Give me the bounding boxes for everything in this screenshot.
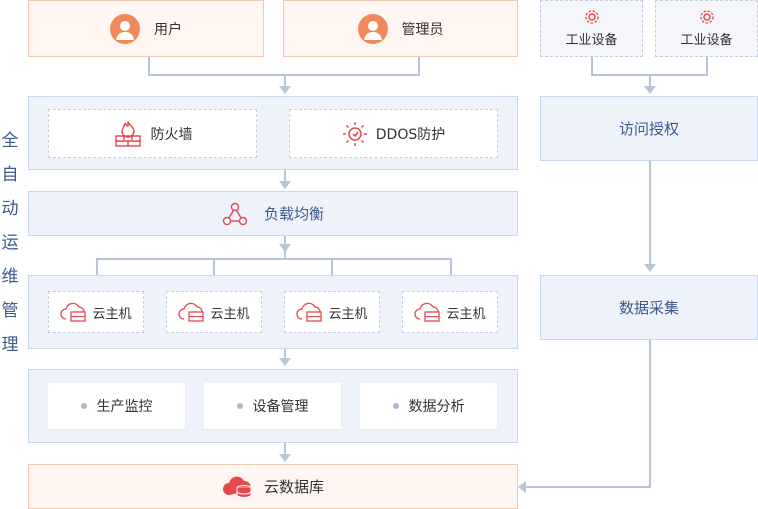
cloud-host-node-3[interactable]: 云主机 [284, 291, 380, 333]
user-label: 用户 [154, 21, 182, 38]
admin-node[interactable]: 管理员 [283, 0, 518, 57]
cloud-host-node-2[interactable]: 云主机 [166, 291, 262, 333]
cloud-server-icon [60, 302, 87, 322]
arrow-down-icon [279, 358, 291, 366]
bullet-icon [392, 403, 399, 409]
arrow-left-icon [518, 481, 526, 493]
connector [284, 74, 286, 88]
cloud-database-node[interactable]: 云数据库 [28, 464, 518, 509]
admin-label: 管理员 [401, 21, 444, 38]
arrow-down-icon [279, 86, 291, 94]
cloud-server-icon [414, 302, 441, 322]
device-management-node[interactable]: 设备管理 [204, 383, 341, 429]
user-avatar-icon [110, 13, 140, 44]
industrial-device-node-1[interactable]: 工业设备 [540, 0, 643, 57]
admin-avatar-icon [357, 13, 388, 44]
connector [284, 170, 286, 182]
connector [649, 161, 651, 265]
connector [591, 57, 593, 75]
bullet-icon [80, 403, 87, 409]
bullet-icon [236, 403, 243, 409]
cloud-database-icon [222, 476, 252, 498]
connector [148, 57, 150, 75]
connector [649, 340, 651, 488]
production-monitoring-node[interactable]: 生产监控 [48, 383, 185, 429]
data-analysis-node[interactable]: 数据分析 [360, 383, 497, 429]
gear-icon [584, 10, 599, 24]
connector [284, 443, 286, 455]
arrow-down-icon [279, 454, 291, 462]
connector [706, 57, 708, 75]
cloud-server-icon [296, 302, 323, 322]
connector [418, 57, 420, 75]
firewall-icon [114, 121, 141, 147]
side-label-automation-ops: 全 自 动 运 维 管 理 [1, 131, 19, 355]
cloud-host-node-4[interactable]: 云主机 [402, 291, 498, 333]
connector [649, 74, 651, 88]
industrial-device-node-2[interactable]: 工业设备 [655, 0, 758, 57]
ddos-shield-icon [342, 121, 367, 146]
gear-icon [699, 10, 714, 24]
connector [96, 258, 452, 260]
data-collection-node[interactable]: 数据采集 [540, 275, 758, 340]
connector [284, 349, 286, 359]
connector [526, 486, 651, 488]
arrow-down-icon [644, 86, 656, 94]
network-icon [222, 202, 248, 225]
access-authorization-node[interactable]: 访问授权 [540, 96, 758, 161]
cloud-host-node-1[interactable]: 云主机 [48, 291, 144, 333]
arrow-down-icon [279, 244, 291, 252]
user-node[interactable]: 用户 [28, 0, 264, 57]
cloud-server-icon [178, 302, 205, 322]
ddos-node[interactable]: DDOS防护 [289, 109, 498, 158]
load-balance-node[interactable]: 负载均衡 [28, 191, 518, 236]
arrow-down-icon [279, 181, 291, 189]
firewall-node[interactable]: 防火墙 [48, 109, 257, 158]
arrow-down-icon [644, 264, 656, 272]
